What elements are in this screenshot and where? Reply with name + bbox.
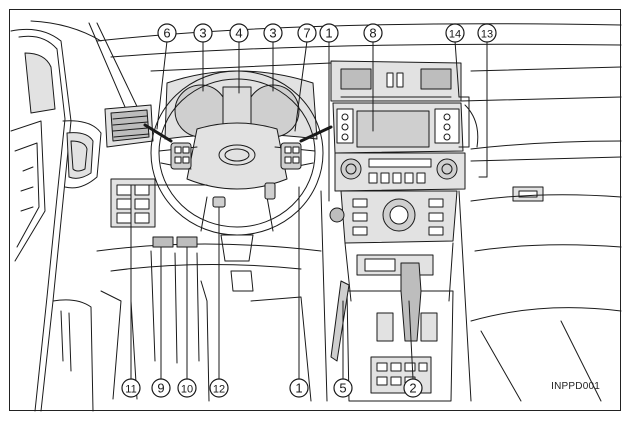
passenger-dash xyxy=(464,104,622,402)
callout-circle xyxy=(263,23,283,43)
callout-number: 2 xyxy=(409,381,416,396)
figure-code: INPPD001 xyxy=(551,381,600,392)
left-door xyxy=(10,20,144,412)
callout-number: 4 xyxy=(235,26,242,41)
callout-number: 14 xyxy=(449,29,461,41)
callout-c1a: 1 xyxy=(319,23,339,43)
callout-c10: 10 xyxy=(177,378,197,398)
callout-c4: 4 xyxy=(229,23,249,43)
callout-number: 12 xyxy=(213,384,225,396)
callout-number: 10 xyxy=(181,384,193,396)
callout-number: 7 xyxy=(303,26,310,41)
callout-c2: 2 xyxy=(403,378,423,398)
callout-c3b: 3 xyxy=(263,23,283,43)
left-air-vent xyxy=(104,104,154,148)
lower-dash-left xyxy=(96,236,322,402)
callout-circle xyxy=(157,23,177,43)
callout-circle xyxy=(193,23,213,43)
callout-c8: 8 xyxy=(363,23,383,43)
callout-c3a: 3 xyxy=(193,23,213,43)
callout-circle xyxy=(151,378,171,398)
callout-c13: 13 xyxy=(477,23,497,43)
callout-number: 1 xyxy=(325,26,332,41)
callout-circle xyxy=(229,23,249,43)
callout-circle xyxy=(445,23,465,43)
callout-number: 1 xyxy=(295,381,302,396)
callout-circle xyxy=(333,378,353,398)
center-stack xyxy=(320,60,472,402)
callout-number: 13 xyxy=(481,29,493,41)
callout-c1b: 1 xyxy=(289,378,309,398)
callout-number: 9 xyxy=(157,381,164,396)
callout-c6: 6 xyxy=(157,23,177,43)
callout-c7: 7 xyxy=(297,23,317,43)
callout-circle xyxy=(477,23,497,43)
callout-c12: 12 xyxy=(209,378,229,398)
callout-circle xyxy=(289,378,309,398)
dashboard-top xyxy=(96,23,622,162)
left-switch-panel xyxy=(110,178,156,228)
callout-c5: 5 xyxy=(333,378,353,398)
callout-circle xyxy=(319,23,339,43)
callout-circle xyxy=(121,378,141,398)
callout-circle xyxy=(177,378,197,398)
callout-number: 3 xyxy=(199,26,206,41)
leader-lines xyxy=(130,40,488,380)
callout-number: 6 xyxy=(163,26,170,41)
callout-c11: 11 xyxy=(121,378,141,398)
callout-circle xyxy=(363,23,383,43)
callout-number: 11 xyxy=(125,384,136,396)
callout-c9: 9 xyxy=(151,378,171,398)
callout-number: 8 xyxy=(369,26,376,41)
callout-circle xyxy=(297,23,317,43)
steering-wheel xyxy=(143,70,333,262)
callout-circle xyxy=(209,378,229,398)
callout-c14: 14 xyxy=(445,23,465,43)
callout-circle xyxy=(403,378,423,398)
callout-number: 3 xyxy=(269,26,276,41)
callout-number: 5 xyxy=(339,381,346,396)
